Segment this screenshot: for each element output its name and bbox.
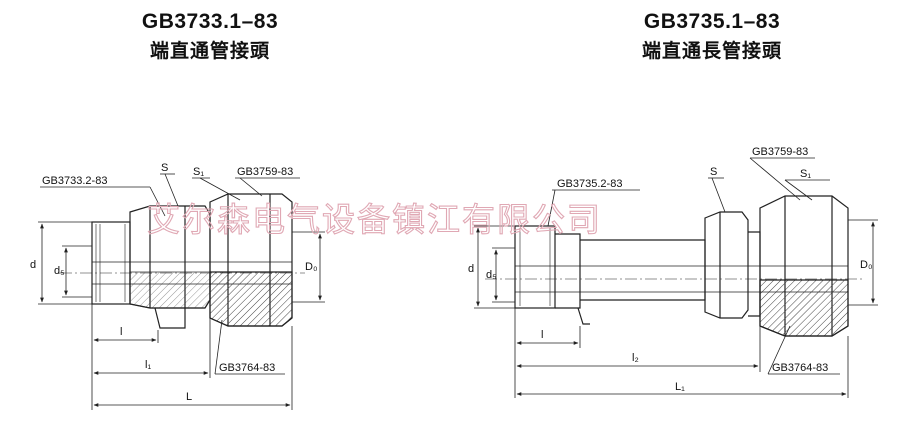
left-part-name: 端直通管接頭 — [149, 40, 270, 62]
right-leaders — [547, 157, 840, 375]
left-fitting — [60, 193, 305, 329]
left-dimensions — [38, 221, 325, 410]
left-standard-code: GB3733.1–83 — [141, 10, 279, 33]
left-seal-part-label: GB3759-83 — [237, 166, 293, 178]
right-tube-body — [580, 239, 706, 301]
left-d-label: d — [30, 259, 36, 271]
left-d5-label: d₅ — [54, 265, 65, 277]
right-seal-part-label: GB3759-83 — [752, 146, 808, 158]
left-s-label: S — [161, 162, 168, 174]
left-nut-section — [209, 271, 293, 327]
right-d0-label: D₀ — [860, 259, 873, 271]
left-s1-label: S₁ — [193, 166, 204, 178]
right-part-name: 端直通長管接頭 — [641, 40, 782, 62]
left-L-label: L — [186, 391, 192, 403]
right-d-label: d — [468, 263, 474, 275]
right-s1-label: S₁ — [800, 168, 811, 180]
left-l-label: l — [120, 326, 122, 338]
left-leaders — [40, 173, 300, 375]
right-hex-body — [704, 211, 749, 319]
right-ring-part-label: GB3764-83 — [772, 362, 828, 374]
right-l2-label: l₂ — [632, 352, 639, 364]
left-neck — [154, 307, 186, 329]
right-d5-label: d₅ — [486, 269, 497, 281]
right-nut-section — [759, 279, 849, 337]
left-l1-label: l₁ — [145, 359, 151, 371]
left-ring-part-label: GB3764-83 — [219, 362, 275, 374]
right-tube-neck — [555, 233, 581, 309]
watermark-text: 艾尔森电气设备镇江有限公司 — [147, 200, 602, 239]
right-fitting — [485, 195, 862, 337]
left-title-block: GB3733.1–83 端直通管接頭 — [130, 10, 290, 63]
right-threaded-end — [514, 225, 556, 309]
right-s-label: S — [710, 166, 717, 178]
left-d0-label: D₀ — [305, 261, 318, 273]
left-threaded-end — [91, 221, 131, 305]
right-dimensions — [474, 219, 878, 398]
right-l-label: l — [541, 329, 543, 341]
left-nut-part-label: GB3733.2-83 — [42, 175, 107, 187]
right-L1-label: L₁ — [675, 381, 685, 393]
right-nut-part-label: GB3735.2-83 — [557, 178, 622, 190]
right-standard-code: GB3735.1–83 — [643, 10, 781, 33]
right-title-block: GB3735.1–83 端直通長管接頭 — [612, 10, 812, 63]
